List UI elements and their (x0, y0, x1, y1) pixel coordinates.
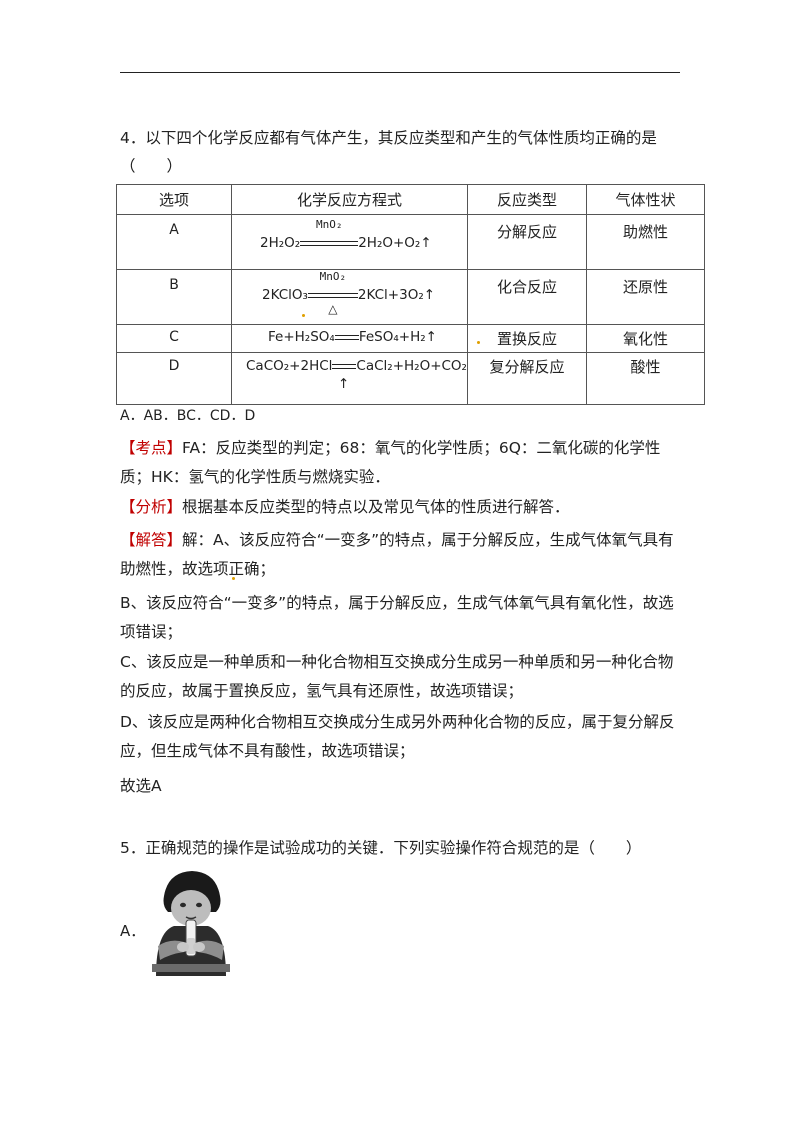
reaction-table: 选项 化学反应方程式 反应类型 气体性状 A 2H₂O₂ MnO₂ 2H₂O+O₂↑… (116, 184, 705, 405)
stray-dot (477, 341, 480, 344)
answer-options: A．AB．BC．CD．D (120, 408, 256, 424)
row-type: 化合反应 (466, 269, 587, 325)
eq-sign (334, 334, 359, 340)
explanation-b: B、该反应符合“一变多”的特点，属于分解反应，生成气体氧气具有氧化性，故选项错误… (120, 594, 674, 641)
kaodian-section: 【考点】FA：反应类型的判定；68：氧气的化学性质；6Q：二氧化碳的化学性质；H… (120, 434, 685, 492)
table-header-row: 选项 化学反应方程式 反应类型 气体性状 (116, 184, 705, 215)
option-a-label: A． (120, 922, 146, 940)
jieda-tag: 【解答】 (120, 531, 183, 549)
row-option: D (116, 352, 232, 405)
eq-right: 2KCl+3O₂↑ (357, 287, 436, 303)
row-type: 置换反应 (466, 324, 587, 353)
row-equation: CaCO₂+2HCl CaCl₂+H₂O+CO₂ ↑ (231, 352, 468, 405)
row-option: C (116, 324, 232, 353)
row-option: A (116, 214, 232, 270)
eq-tail: ↑ (338, 376, 350, 392)
jieda-section: 【解答】解：A、该反应符合“一变多”的特点，属于分解反应，生成气体氧气具有助燃性… (120, 526, 685, 584)
eq-catalyst: MnO₂ (319, 270, 347, 283)
question-4-stem: 4．以下四个化学反应都有气体产生，其反应类型和产生的气体性质均正确的是（ ） (120, 129, 657, 175)
eq-left: Fe+H₂SO₄ (268, 329, 335, 345)
kaodian-text: FA：反应类型的判定；68：氧气的化学性质；6Q：二氧化碳的化学性质；HK：氢气… (120, 439, 661, 486)
row-option: B (116, 269, 232, 325)
table-row: A 2H₂O₂ MnO₂ 2H₂O+O₂↑ 分解反应 助燃性 (116, 214, 705, 270)
eq-right: CaCl₂+H₂O+CO₂ (356, 358, 467, 374)
question-5-stem: 5．正确规范的操作是试验成功的关键．下列实验操作符合规范的是（ ） (120, 839, 642, 857)
table-row: D CaCO₂+2HCl CaCl₂+H₂O+CO₂ ↑ 复分解反应 酸性 (116, 352, 705, 405)
header-option: 选项 (116, 184, 232, 215)
table-row: C Fe+H₂SO₄ FeSO₄+H₂↑ 置换反应 氧化性 (116, 324, 705, 353)
explanation-d: D、该反应是两种化合物相互交换成分生成另外两种化合物的反应，属于复分解反应，但生… (120, 713, 675, 760)
row-property: 氧化性 (585, 324, 705, 353)
jieda-text: 解：A、该反应符合“一变多”的特点，属于分解反应，生成气体氧气具有助燃性，故选项… (120, 531, 674, 578)
stray-dot (302, 314, 305, 317)
eq-right: FeSO₄+H₂↑ (358, 329, 437, 345)
row-equation: 2H₂O₂ MnO₂ 2H₂O+O₂↑ (231, 214, 468, 270)
stray-dot (232, 577, 235, 580)
eq-condition: MnO₂ (300, 218, 359, 251)
eq-left: 2H₂O₂ (260, 235, 301, 251)
row-equation: Fe+H₂SO₄ FeSO₄+H₂↑ (231, 324, 468, 353)
header-property: 气体性状 (585, 184, 705, 215)
row-property: 还原性 (585, 269, 705, 325)
header-type: 反应类型 (466, 184, 587, 215)
lab-operation-illustration[interactable] (150, 868, 232, 976)
row-type: 复分解反应 (466, 352, 587, 405)
eq-sign (300, 240, 359, 246)
eq-sign (307, 292, 358, 298)
eq-left: CaCO₂+2HCl (246, 358, 333, 374)
kaodian-tag: 【考点】 (120, 439, 183, 457)
row-equation: 2KClO₃ MnO₂ △ 2KCl+3O₂↑ (231, 269, 468, 325)
fenxi-tag: 【分析】 (120, 498, 183, 516)
fenxi-text: 根据基本反应类型的特点以及常见气体的性质进行解答． (182, 498, 570, 516)
explanation-c: C、该反应是一种单质和一种化合物相互交换成分生成另一种单质和另一种化合物的反应，… (120, 653, 674, 700)
eq-sign (332, 363, 357, 369)
table-row: B 2KClO₃ MnO₂ △ 2KCl+3O₂↑ 化合反应 还原性 (116, 269, 705, 325)
row-type: 分解反应 (466, 214, 587, 270)
eq-left: 2KClO₃ (262, 287, 308, 303)
row-property: 助燃性 (585, 214, 705, 270)
eq-heat: △ (328, 302, 338, 316)
eq-condition: MnO₂ △ (307, 270, 358, 316)
eq-right: 2H₂O+O₂↑ (358, 235, 432, 251)
fenxi-section: 【分析】根据基本反应类型的特点以及常见气体的性质进行解答． (120, 493, 685, 522)
header-rule (120, 72, 680, 73)
eq-catalyst: MnO₂ (315, 218, 343, 231)
header-equation: 化学反应方程式 (231, 184, 468, 215)
conclusion: 故选A (120, 777, 162, 795)
row-property: 酸性 (585, 352, 705, 405)
